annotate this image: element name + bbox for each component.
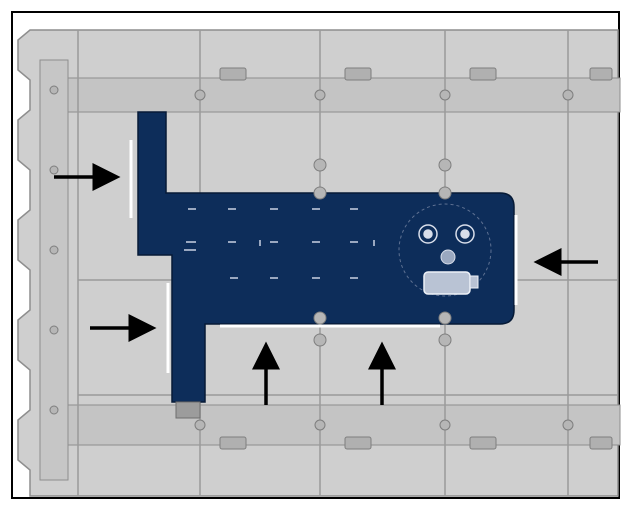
highlighted-plate	[137, 111, 515, 419]
plate-connector	[423, 271, 471, 295]
gear-icon	[455, 224, 475, 244]
gear-icon	[418, 224, 438, 244]
mounting-studs	[49, 85, 574, 431]
plate-circular-pattern	[398, 203, 492, 297]
center-bolt	[440, 249, 456, 265]
left-rail	[39, 59, 69, 481]
arrows	[54, 163, 598, 405]
edge-indicators	[129, 140, 518, 373]
plate-slots	[184, 208, 375, 279]
top-rail	[59, 77, 621, 113]
rail-connectors	[219, 67, 613, 450]
bottom-rail	[59, 404, 621, 446]
plate-tab	[175, 401, 201, 419]
